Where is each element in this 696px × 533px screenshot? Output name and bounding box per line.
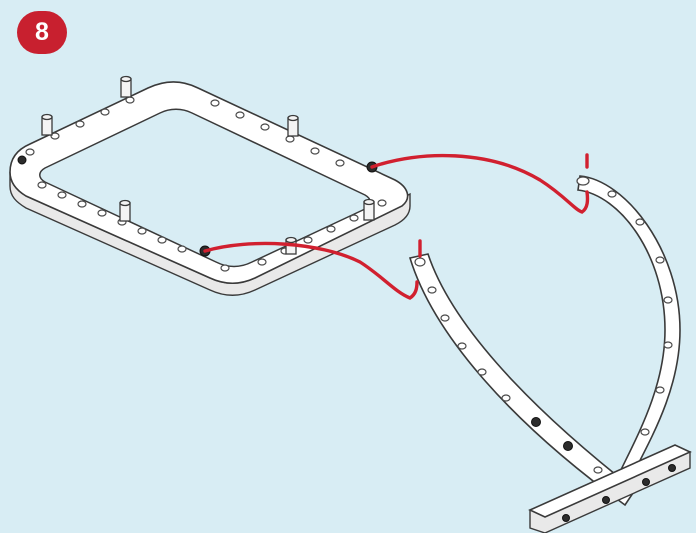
curved-beam-right xyxy=(578,176,680,480)
base-beam-top xyxy=(530,445,690,517)
base-beam-side xyxy=(530,452,690,533)
base-beam-part xyxy=(530,445,690,533)
curved-beam-part xyxy=(410,254,635,505)
frame-hole-dark xyxy=(18,156,26,164)
rectangular-frame-part xyxy=(10,77,410,296)
curved-beam-part xyxy=(577,176,680,480)
